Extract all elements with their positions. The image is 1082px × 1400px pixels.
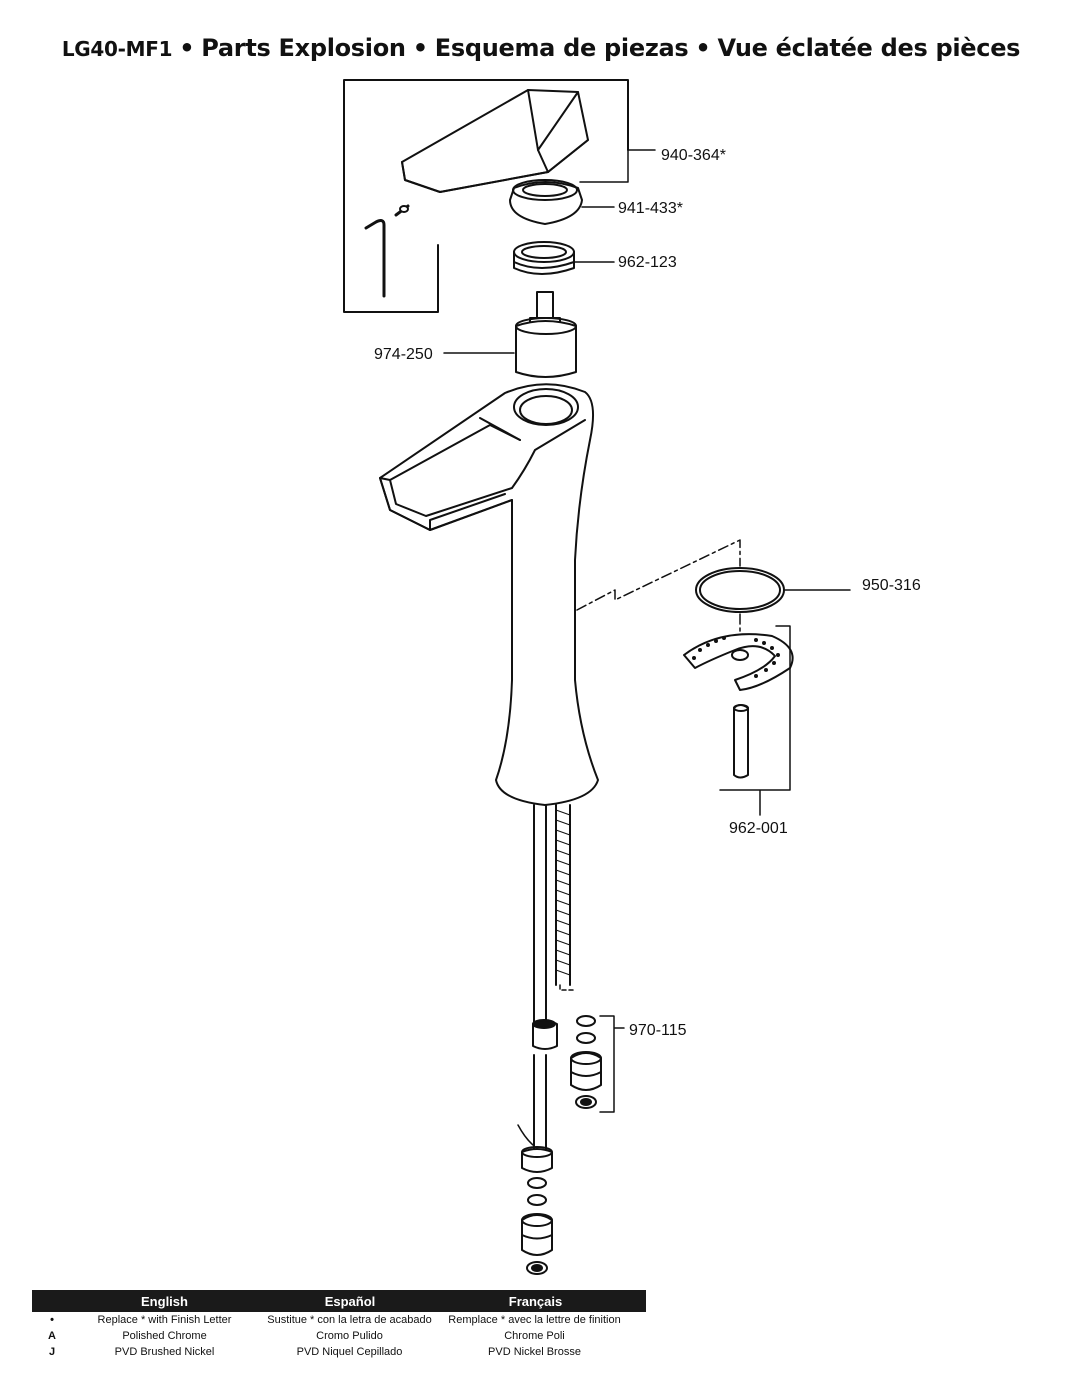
plate-holes (692, 636, 780, 678)
finish-legend-table: English Español Français • Replace * wit… (32, 1290, 646, 1360)
part-label-970-115: 970-115 (629, 1022, 687, 1039)
lower-fitting-stack (517, 1124, 553, 1275)
part-label-962-001: 962-001 (729, 820, 788, 837)
legend-header-row: English Español Français (32, 1290, 646, 1312)
handle-kit-box (343, 79, 629, 313)
mounting-kit (683, 633, 794, 779)
legend-header-english: English (141, 1293, 188, 1309)
legend-row: • Replace * with Finish Letter Sustitue … (50, 1314, 621, 1326)
title-french: Vue éclatée des pièces (717, 34, 1021, 62)
title-english: Parts Explosion (201, 34, 406, 62)
supply-kit-bracket (599, 1015, 625, 1113)
o-ring-part (695, 567, 785, 613)
mount-dashed-leader (576, 539, 741, 611)
cap-part (509, 179, 583, 225)
page-title: LG40-MF1•Parts Explosion•Esquema de piez… (61, 34, 1021, 62)
title-spanish: Esquema de piezas (434, 34, 689, 62)
cartridge-part (515, 291, 577, 378)
allen-key (364, 204, 410, 298)
part-label-950-316: 950-316 (862, 577, 921, 594)
handle-leader (579, 149, 656, 183)
legend-row: J PVD Brushed Nickel PVD Niquel Cepillad… (48, 1346, 581, 1358)
bonnet-nut (513, 241, 575, 275)
supply-hose-left (532, 804, 558, 1151)
supply-fitting-kit (570, 1015, 602, 1109)
faucet-body (379, 383, 599, 806)
part-label-962-123: 962-123 (618, 254, 677, 271)
legend-header-spanish: Español (324, 1293, 376, 1309)
parts-explosion-diagram: 940-364* 941-433* 962-123 974-250 950-31… (343, 79, 921, 1275)
legend-row: A Polished Chrome Cromo Pulido Chrome Po… (48, 1330, 565, 1342)
legend-header-french: Français (508, 1293, 563, 1309)
part-label-974-250: 974-250 (374, 346, 433, 363)
handle-lever (401, 89, 589, 193)
part-label-941-433: 941-433* (618, 200, 683, 217)
threaded-rod (555, 804, 571, 986)
part-label-940-364: 940-364* (661, 147, 726, 164)
model-number: LG40-MF1 (61, 37, 173, 61)
mount-bracket (719, 625, 791, 816)
